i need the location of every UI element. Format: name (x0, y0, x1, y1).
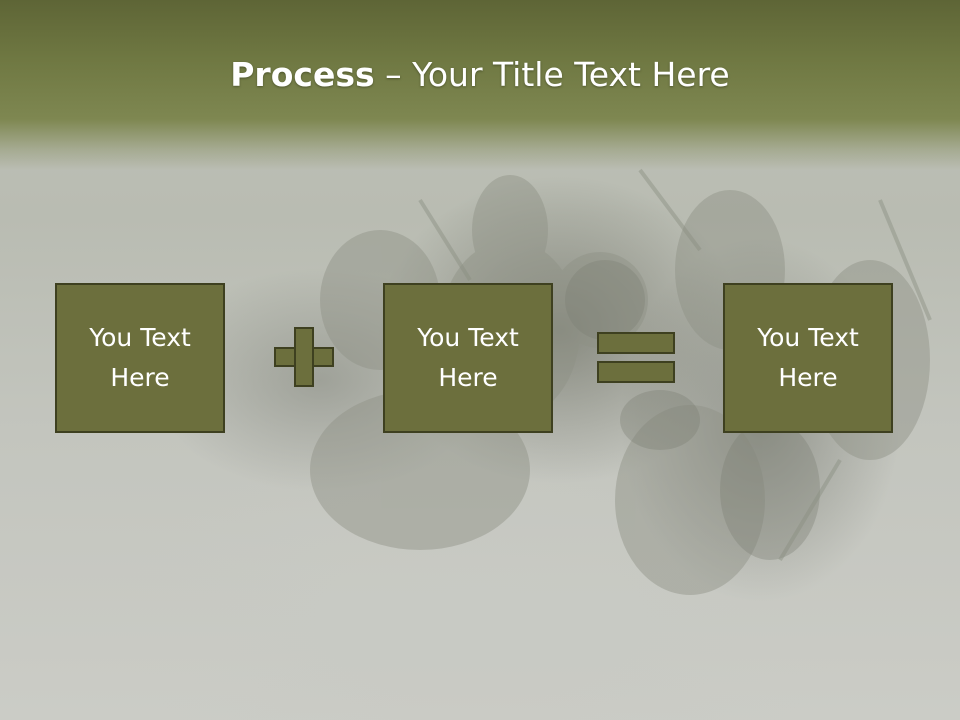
plus-icon (274, 327, 334, 387)
title-bold-text: Process (230, 55, 375, 94)
process-box-3-label: You Text Here (757, 323, 859, 392)
equals-bar-top (597, 332, 675, 354)
equals-bar-bottom (597, 361, 675, 383)
title-banner (0, 0, 960, 170)
process-box-1[interactable]: You Text Here (55, 283, 225, 433)
process-box-2-label: You Text Here (417, 323, 519, 392)
process-box-1-label: You Text Here (89, 323, 191, 392)
process-box-3[interactable]: You Text Here (723, 283, 893, 433)
slide-title: Process – Your Title Text Here (0, 50, 960, 100)
title-rest-text: – Your Title Text Here (374, 55, 730, 94)
process-box-2[interactable]: You Text Here (383, 283, 553, 433)
